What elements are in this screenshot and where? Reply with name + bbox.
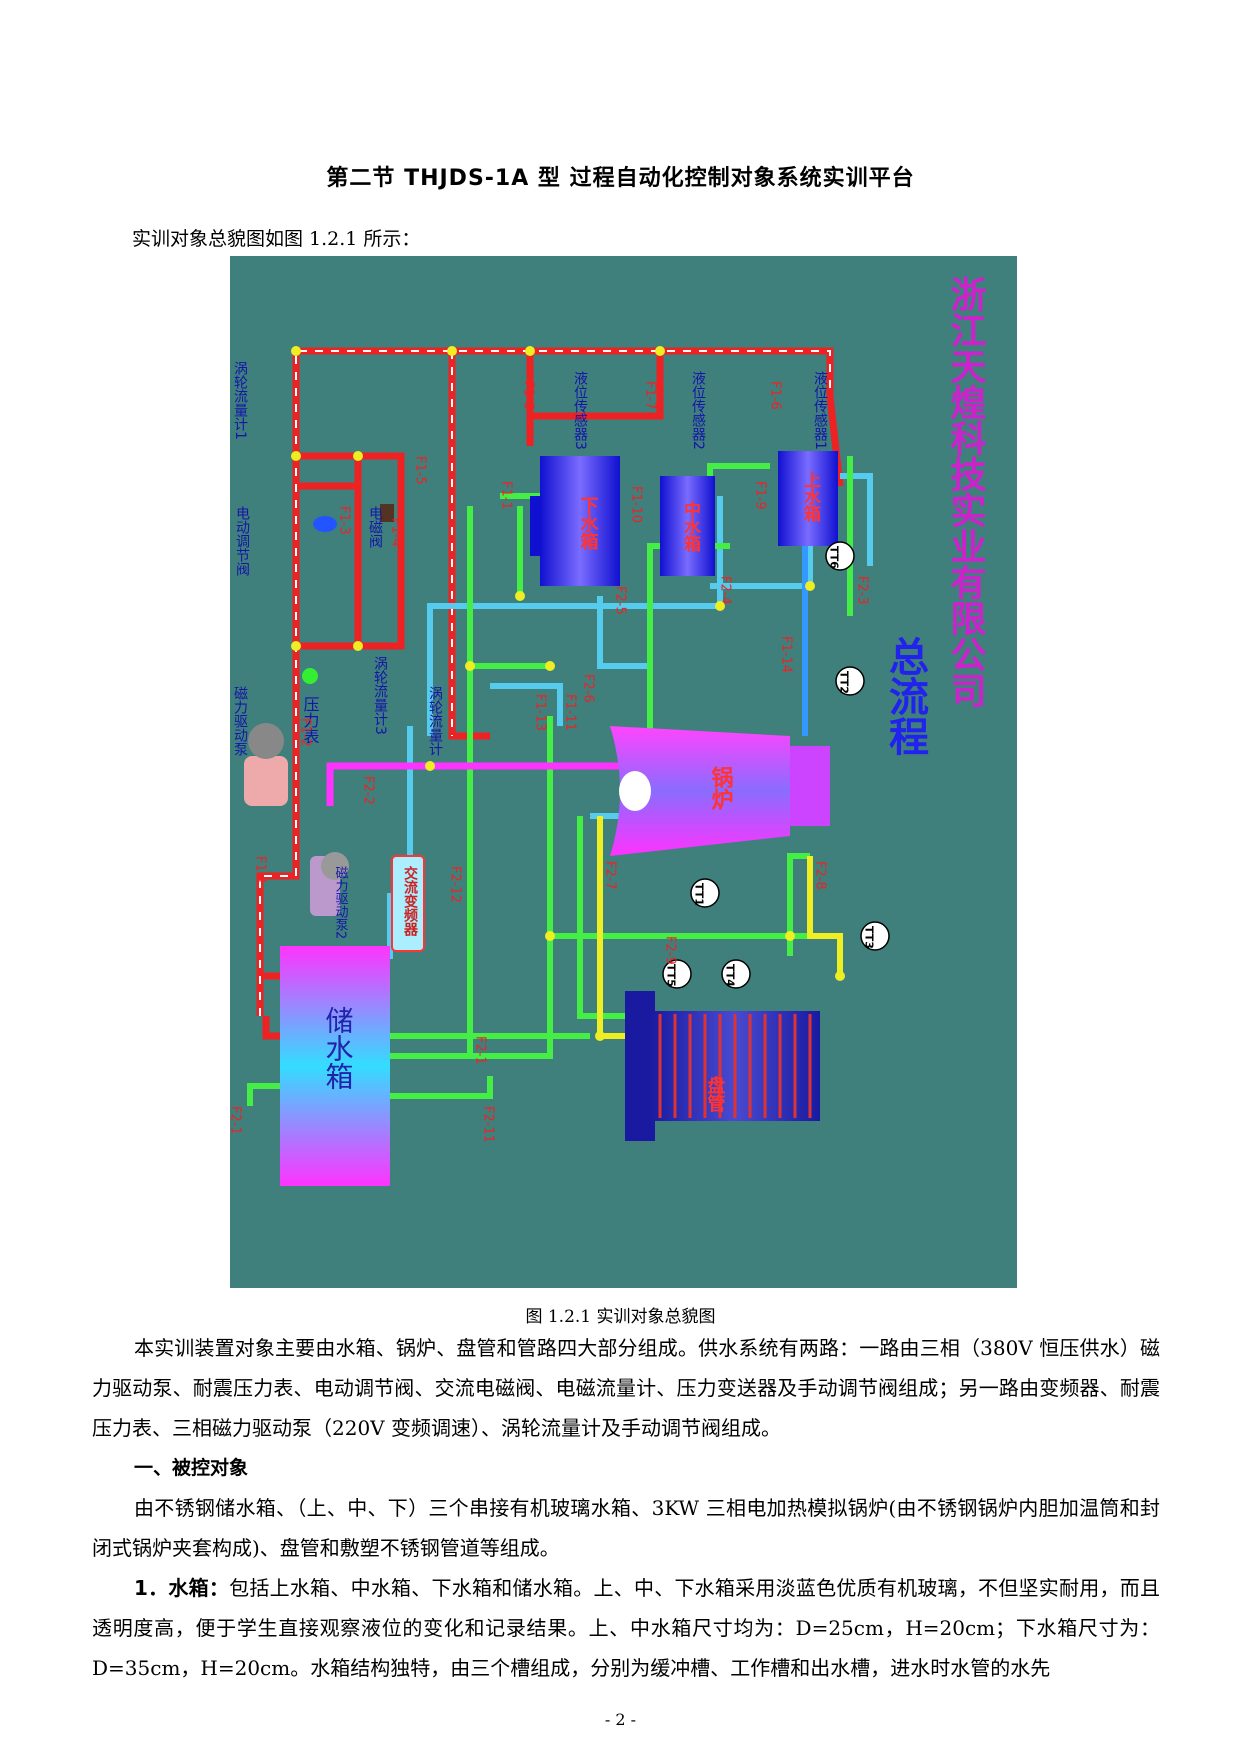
svg-text:F1-2: F1-2 <box>298 718 313 747</box>
pipe-junctions <box>291 346 845 1041</box>
svg-text:中水箱: 中水箱 <box>680 500 701 553</box>
paragraph-3-lead: 1．水箱： <box>134 1576 230 1600</box>
solenoid-valve <box>380 504 394 522</box>
mag-pump-2 <box>310 852 349 916</box>
svg-text:F1-10: F1-10 <box>629 486 644 523</box>
svg-text:F2-11: F2-11 <box>481 1106 496 1143</box>
svg-text:涡轮流量计1: 涡轮流量计1 <box>232 361 248 440</box>
svg-text:液位传感器2: 液位传感器2 <box>690 371 706 450</box>
svg-text:TT2: TT2 <box>838 671 851 694</box>
process-flow-figure: 浙江天煌科技实业有限公司 总流程 下水箱 中水箱 上水箱 锅炉 <box>230 256 1017 1288</box>
svg-text:盘管: 盘管 <box>705 1075 726 1113</box>
paragraph-2: 由不锈钢储水箱、（上、中、下）三个串接有机玻璃水箱、3KW 三相电加热模拟锅炉(… <box>92 1496 1160 1560</box>
svg-text:交流变频器: 交流变频器 <box>402 865 419 937</box>
svg-text:F2-7: F2-7 <box>603 861 618 890</box>
storage-tank: 储水箱 <box>280 946 390 1186</box>
upper-tank: 上水箱 <box>778 451 838 546</box>
svg-text:F2-8: F2-8 <box>813 861 828 890</box>
svg-text:TT4: TT4 <box>724 964 737 987</box>
svg-text:F1-13: F1-13 <box>533 694 548 731</box>
svg-text:F1-9: F1-9 <box>753 481 768 510</box>
svg-text:F2-12: F2-12 <box>448 866 463 903</box>
svg-text:F1-1: F1-1 <box>499 481 514 510</box>
lower-tank: 下水箱 <box>530 456 620 586</box>
paragraph-1: 本实训装置对象主要由水箱、锅炉、盘管和管路四大部分组成。供水系统有两路：一路由三… <box>92 1336 1160 1440</box>
svg-text:压力表: 压力表 <box>301 696 320 744</box>
intro-text: 实训对象总貌图如图 1.2.1 所示： <box>132 228 421 250</box>
page-number: - 2 - <box>604 1710 637 1729</box>
svg-text:涡轮流量计3: 涡轮流量计3 <box>372 656 388 735</box>
electric-valve <box>313 516 337 532</box>
middle-tank: 中水箱 <box>660 476 715 576</box>
paragraph-3: 1．水箱：包括上水箱、中水箱、下水箱和储水箱。上、中、下水箱采用淡蓝色优质有机玻… <box>92 1568 1160 1688</box>
svg-text:F2-6: F2-6 <box>581 674 596 703</box>
svg-text:F2-3: F2-3 <box>855 576 870 605</box>
svg-text:F2-5: F2-5 <box>613 586 628 615</box>
svg-text:F2-1: F2-1 <box>473 1036 488 1065</box>
svg-text:F1-4: F1-4 <box>389 518 404 547</box>
svg-text:TT1: TT1 <box>693 883 706 906</box>
red-pipe-dashes <box>259 350 831 1016</box>
svg-text:TT5: TT5 <box>665 964 678 987</box>
svg-text:涡轮流量计: 涡轮流量计 <box>427 686 443 756</box>
svg-text:磁力驱动泵2: 磁力驱动泵2 <box>333 866 349 939</box>
svg-text:F1-1: F1-1 <box>253 856 268 885</box>
flow-title: 总流程 <box>882 636 929 756</box>
svg-text:F2-9: F2-9 <box>663 936 678 965</box>
svg-text:F1-3: F1-3 <box>337 506 352 535</box>
svg-text:液位传感器1: 液位传感器1 <box>812 371 828 450</box>
mag-pump-1 <box>244 723 288 806</box>
svg-text:TT6: TT6 <box>828 546 841 569</box>
svg-text:电磁阀: 电磁阀 <box>367 506 383 549</box>
svg-text:F1-8: F1-8 <box>521 381 536 410</box>
svg-text:F1-11: F1-11 <box>563 694 578 731</box>
svg-text:液位传感器3: 液位传感器3 <box>572 371 588 450</box>
svg-text:F2-2: F2-2 <box>361 776 376 805</box>
svg-text:电动调节阀: 电动调节阀 <box>234 506 250 577</box>
svg-text:F2-1: F2-1 <box>230 1106 243 1135</box>
svg-text:磁力驱动泵: 磁力驱动泵 <box>232 686 248 756</box>
boiler: 锅炉 <box>610 726 830 856</box>
svg-text:储水箱: 储水箱 <box>322 1006 355 1090</box>
svg-text:F1-5: F1-5 <box>413 456 428 485</box>
svg-text:F1-14: F1-14 <box>779 636 794 673</box>
section-title: 第二节 THJDS-1A 型 过程自动化控制对象系统实训平台 <box>326 166 915 191</box>
heading-controlled-object: 一、被控对象 <box>134 1457 249 1479</box>
svg-text:F1-6: F1-6 <box>768 381 783 410</box>
coil: 盘管 <box>625 991 820 1141</box>
valve-labels: F1-5 F1-8 F1-7 F1-6 F1-1 F1-10 F1-9 F1-3… <box>230 381 870 1143</box>
vfd-box: 交流变频器 <box>391 855 425 952</box>
svg-text:锅炉: 锅炉 <box>708 765 734 811</box>
paragraph-3-body: 包括上水箱、中水箱、下水箱和储水箱。上、中、下水箱采用淡蓝色优质有机玻璃，不但坚… <box>92 1576 1160 1680</box>
device-labels: 涡轮流量计1 电动调节阀 电磁阀 压力表 磁力驱动泵 磁力驱动泵2 涡轮流量计3… <box>232 361 828 939</box>
company-title: 浙江天煌科技实业有限公司 <box>945 276 987 708</box>
svg-text:下水箱: 下水箱 <box>578 496 599 551</box>
magenta-pipe <box>326 762 630 806</box>
figure-caption: 图 1.2.1 实训对象总貌图 <box>525 1307 716 1327</box>
svg-text:F2-4: F2-4 <box>718 576 733 605</box>
svg-text:F1-7: F1-7 <box>643 381 658 410</box>
svg-text:上水箱: 上水箱 <box>800 471 821 523</box>
pressure-gauge <box>302 668 318 684</box>
temp-sensors: TT6 TT2 TT1 TT5 TT4 TT3 <box>662 541 890 989</box>
svg-text:TT3: TT3 <box>863 926 876 949</box>
